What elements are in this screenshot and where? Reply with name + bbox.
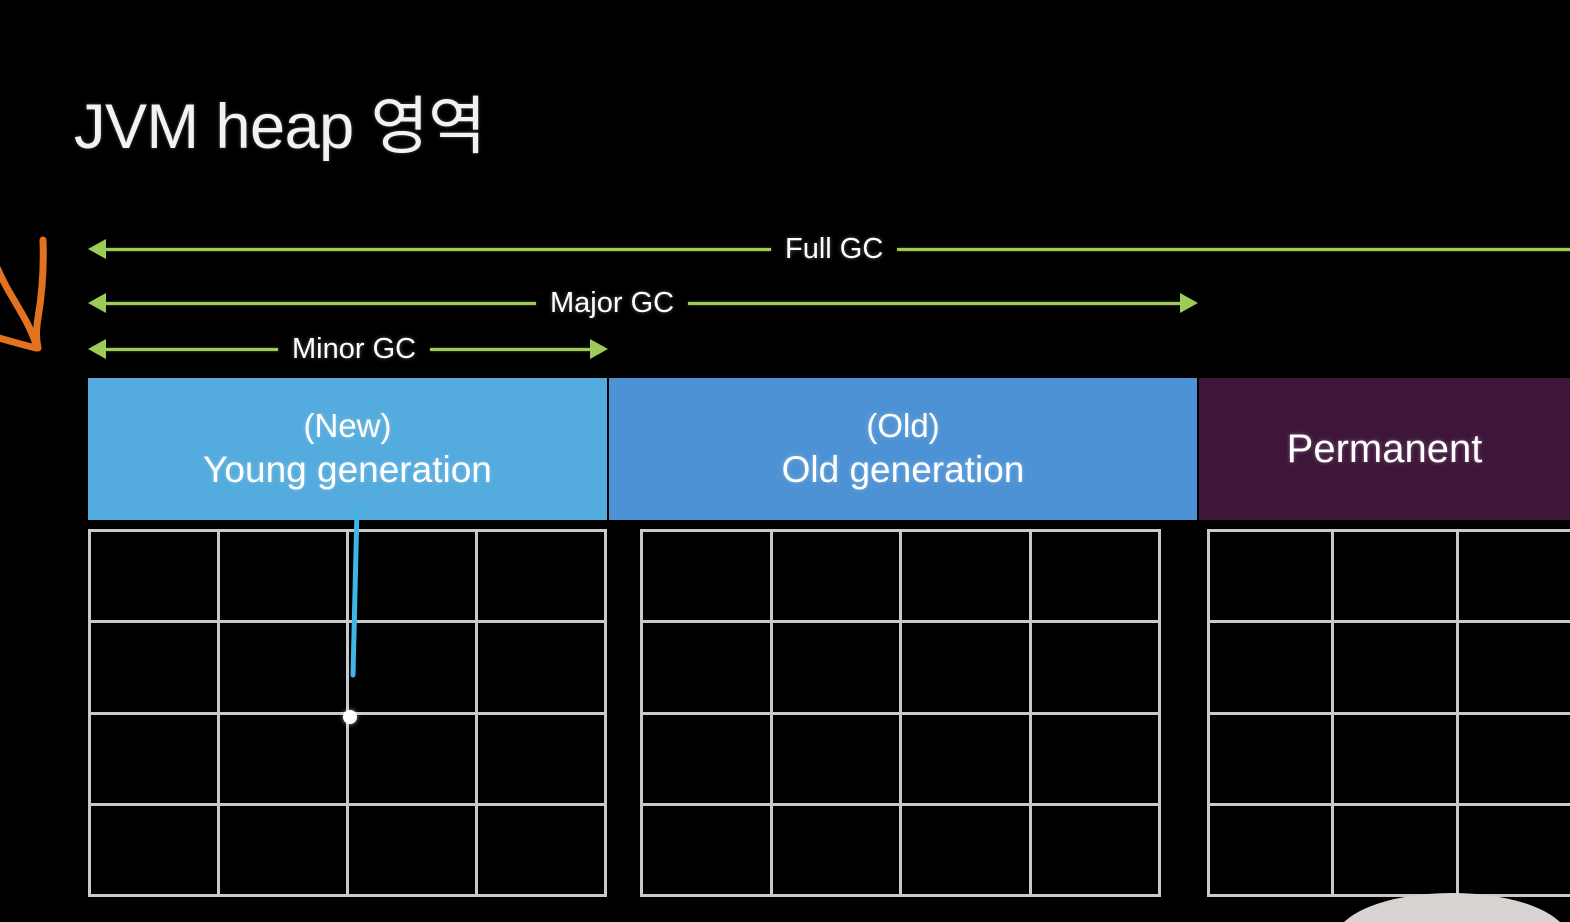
gc-line-segment <box>106 247 771 251</box>
arrow-right-icon <box>590 339 608 359</box>
memory-cell <box>772 805 902 897</box>
memory-cell <box>1334 714 1459 806</box>
memory-cell <box>478 532 607 624</box>
memory-cell <box>902 714 1032 806</box>
memory-cell <box>1458 532 1570 624</box>
memory-cell <box>220 532 349 624</box>
memory-cell <box>349 805 478 897</box>
bottom-overlay-shape <box>1336 893 1568 922</box>
memory-cell <box>902 805 1032 897</box>
memory-cell <box>1334 805 1459 897</box>
gc-scope-label-full: Full GC <box>785 232 884 265</box>
memory-cell <box>91 532 220 624</box>
memory-cell <box>1031 623 1161 715</box>
generation-sublabel-young: (New) <box>303 407 392 445</box>
gc-line-segment <box>106 347 278 351</box>
arrow-left-icon <box>88 339 106 359</box>
memory-cell <box>478 623 607 715</box>
generation-sublabel-old: (Old) <box>866 407 940 445</box>
memory-cell <box>902 623 1032 715</box>
memory-cell <box>772 532 902 624</box>
memory-cell <box>1334 532 1459 624</box>
memory-cell <box>220 714 349 806</box>
memory-cell <box>772 623 902 715</box>
memory-cell <box>1210 623 1335 715</box>
cursor-dot <box>343 710 357 724</box>
memory-cell <box>349 532 478 624</box>
gc-scope-minor: Minor GC <box>88 332 608 366</box>
gc-line-segment <box>688 301 1180 305</box>
memory-cell <box>643 623 773 715</box>
gc-scope-full: Full GC <box>88 232 1570 266</box>
memory-cell <box>1458 805 1570 897</box>
memory-cell <box>643 532 773 624</box>
generation-bar-old: (Old) Old generation <box>609 378 1197 520</box>
generation-label-young: Young generation <box>203 448 492 490</box>
memory-cell <box>220 805 349 897</box>
memory-cell <box>349 623 478 715</box>
memory-cell <box>91 623 220 715</box>
gc-line-segment <box>106 301 536 305</box>
memory-grid-old <box>640 529 1161 897</box>
memory-cell <box>643 805 773 897</box>
memory-grid-permanent <box>1207 529 1570 897</box>
arrow-left-icon <box>88 239 106 259</box>
memory-grid-young <box>88 529 607 897</box>
memory-cell <box>1031 805 1161 897</box>
memory-cell <box>1210 714 1335 806</box>
memory-cell <box>1031 532 1161 624</box>
memory-cell <box>772 714 902 806</box>
memory-cell <box>91 805 220 897</box>
memory-cell <box>220 623 349 715</box>
ink-annotation-orange <box>0 236 47 352</box>
arrow-right-icon <box>1180 293 1198 313</box>
page-title: JVM heap 영역 <box>74 92 486 162</box>
memory-cell <box>1458 714 1570 806</box>
arrow-left-icon <box>88 293 106 313</box>
memory-cell <box>91 714 220 806</box>
memory-cell <box>478 805 607 897</box>
memory-cell <box>1210 805 1335 897</box>
memory-cell <box>1334 623 1459 715</box>
memory-cell <box>643 714 773 806</box>
generation-bar-permanent: Permanent <box>1199 378 1570 520</box>
gc-scope-label-major: Major GC <box>550 286 675 319</box>
memory-cell <box>1210 532 1335 624</box>
gc-scope-label-minor: Minor GC <box>292 332 417 365</box>
gc-line-segment <box>430 347 590 351</box>
generation-bar-young: (New) Young generation <box>88 378 607 520</box>
generation-label-old: Old generation <box>781 448 1025 490</box>
memory-cell <box>349 714 478 806</box>
memory-cell <box>478 714 607 806</box>
memory-cell <box>1458 623 1570 715</box>
generation-label-permanent: Permanent <box>1286 426 1483 471</box>
memory-cell <box>902 532 1032 624</box>
memory-cell <box>1031 714 1161 806</box>
gc-scope-major: Major GC <box>88 286 1198 320</box>
gc-line-segment <box>897 247 1570 251</box>
